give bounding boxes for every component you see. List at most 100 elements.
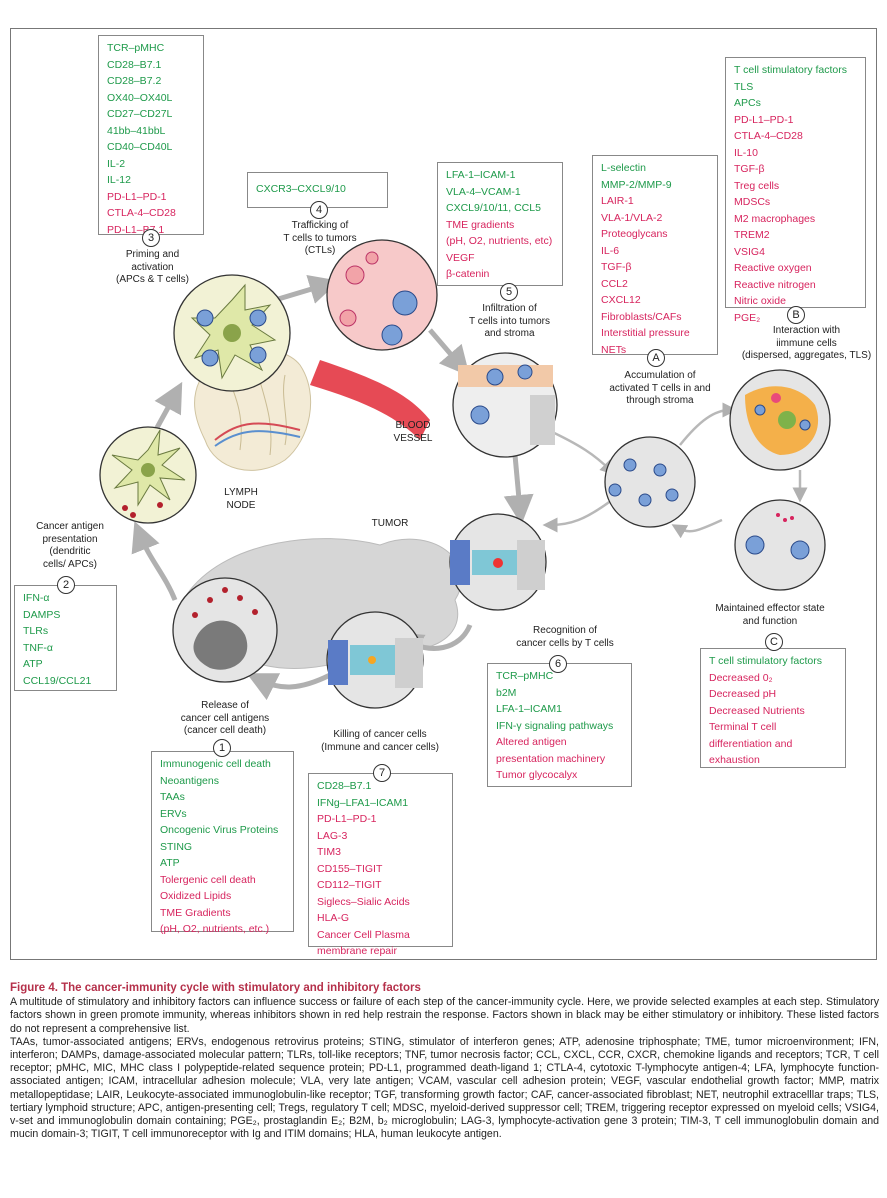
label-priming: Priming and activation (APCs & T cells) [116, 249, 189, 285]
cycle-illustration [99, 239, 831, 709]
factor-item: TLRs [23, 625, 49, 637]
factor-item: β-catenin [446, 268, 490, 280]
factor-item: Reactive nitrogen [734, 278, 816, 291]
label-lymph-node: LYMPH NODE [224, 487, 258, 511]
factor-item: TGF-β [601, 261, 632, 273]
factor-item: Decreased Nutrients [709, 704, 805, 717]
factor-item: T cell stimulatory factors [734, 64, 848, 76]
factor-item: L-selectin [601, 162, 646, 174]
step-number-6: 6 [549, 655, 567, 673]
factor-item: PD-L1–PD-1 [734, 113, 794, 126]
factor-item: TME Gradients [160, 906, 231, 919]
factor-item: IL-6 [601, 244, 620, 257]
factor-item: Interstitial pressure [601, 327, 690, 339]
factor-item: TAAs [160, 791, 185, 803]
factor-item: (pH, O2, nutrients, etc.) [160, 923, 270, 935]
interaction-circle [729, 369, 831, 471]
factor-item: MDSCs [734, 196, 771, 208]
step-number-2: 2 [57, 576, 75, 594]
factor-item: Fibroblasts/CAFs [601, 310, 682, 323]
factor-item: T cell stimulatory factors [709, 655, 823, 667]
recognition-circle [449, 513, 547, 611]
factor-item: Proteoglycans [601, 228, 668, 240]
factor-item: TNF-α [23, 641, 53, 654]
factor-item: VSIG4 [734, 245, 765, 258]
factor-item: LFA-1–ICAM1 [496, 703, 562, 715]
factor-item: Cancer Cell Plasma [317, 928, 410, 941]
factor-item: (pH, O2, nutrients, etc) [446, 235, 553, 247]
factor-item: CD155–TIGIT [317, 862, 383, 875]
factor-item: ATP [23, 658, 43, 670]
label-trafficking: Trafficking of T cells to tumors (CTLs) [283, 220, 357, 256]
step-number-7: 7 [373, 764, 391, 782]
factor-item: Siglecs–Sialic Acids [317, 895, 410, 908]
accumulation-circle [604, 436, 696, 528]
factor-item: PD-L1–PD-1 [317, 813, 377, 825]
factor-item: b2M [496, 686, 517, 699]
figure-caption: Figure 4. The cancer-immunity cycle with… [10, 982, 879, 1141]
factor-item: TIM3 [317, 846, 341, 858]
factor-item: TREM2 [734, 229, 770, 241]
factor-item: Decreased pH [709, 688, 777, 700]
factor-item: VLA-4–VCAM-1 [446, 185, 521, 198]
step-number-B: B [787, 306, 805, 324]
factor-item: ERVs [160, 807, 187, 820]
factor-item: ATP [160, 857, 180, 869]
factor-item: VEGF [446, 251, 475, 264]
factor-item: MMP-2/MMP-9 [601, 178, 672, 191]
factor-item: OX40–OX40L [107, 91, 173, 104]
factor-item: Neoantigens [160, 774, 219, 787]
factor-item: CXCR3–CXCL9/10 [256, 183, 346, 195]
caption-title: Figure 4. The cancer-immunity cycle with… [10, 982, 421, 994]
trafficking-circle [326, 239, 438, 351]
label-accumulation: Accumulation of activated T cells in and… [609, 370, 711, 406]
caption-body: A multitude of stimulatory and inhibitor… [10, 996, 879, 1035]
factor-item: CXCL12 [601, 294, 641, 306]
label-interaction: Interaction with iimmune cells (disperse… [741, 325, 872, 361]
factor-item: CD28–B7.1 [107, 58, 162, 71]
step-number-C: C [765, 633, 783, 651]
label-killing: Killing of cancer cells (Immune and canc… [321, 729, 439, 753]
factor-item: membrane repair [317, 945, 397, 957]
release-circle [172, 577, 278, 683]
label-antigen-presentation: Cancer antigen presentation (dendritic c… [36, 521, 104, 570]
factor-item: exhaustion [709, 754, 760, 766]
factor-item: Reactive oxygen [734, 262, 812, 274]
factor-item: TGF-β [734, 163, 765, 175]
factor-item: NETs [601, 343, 627, 356]
factor-item: IL-10 [734, 146, 758, 159]
factor-item: TLS [734, 80, 754, 93]
blood-vessel [310, 360, 430, 440]
factor-item: Decreased 0₂ [709, 671, 773, 684]
factor-item: CTLA-4–CD28 [734, 130, 803, 142]
factor-item: IFN-α [23, 592, 50, 604]
label-antigen-release: Release of cancer cell antigens (cancer … [180, 700, 270, 736]
factor-item: CTLA-4–CD28 [107, 207, 176, 219]
factor-item: Oxidized Lipids [160, 890, 232, 902]
factor-item: IL-12 [107, 174, 131, 186]
factor-item: VLA-1/VLA-2 [601, 211, 663, 224]
step-number-1: 1 [213, 739, 231, 757]
factor-item: TCR–pMHC [107, 42, 165, 54]
factor-item: Immunogenic cell death [160, 758, 271, 770]
effector-circle [734, 499, 826, 591]
factor-item: presentation machinery [496, 752, 606, 765]
factor-item: LAG-3 [317, 829, 348, 842]
factor-item: Terminal T cell [709, 721, 777, 733]
factor-item: DAMPS [23, 608, 61, 621]
factor-item: CD27–CD27L [107, 108, 173, 120]
factor-item: IL-2 [107, 157, 126, 170]
factor-item: M2 macrophages [734, 212, 816, 225]
step-number-3: 3 [142, 229, 160, 247]
factor-item: TCR–pMHC [496, 670, 554, 682]
factor-item: Altered antigen [496, 736, 567, 748]
factor-item: Nitric oxide [734, 295, 786, 307]
factor-item: CD40–CD40L [107, 141, 173, 153]
